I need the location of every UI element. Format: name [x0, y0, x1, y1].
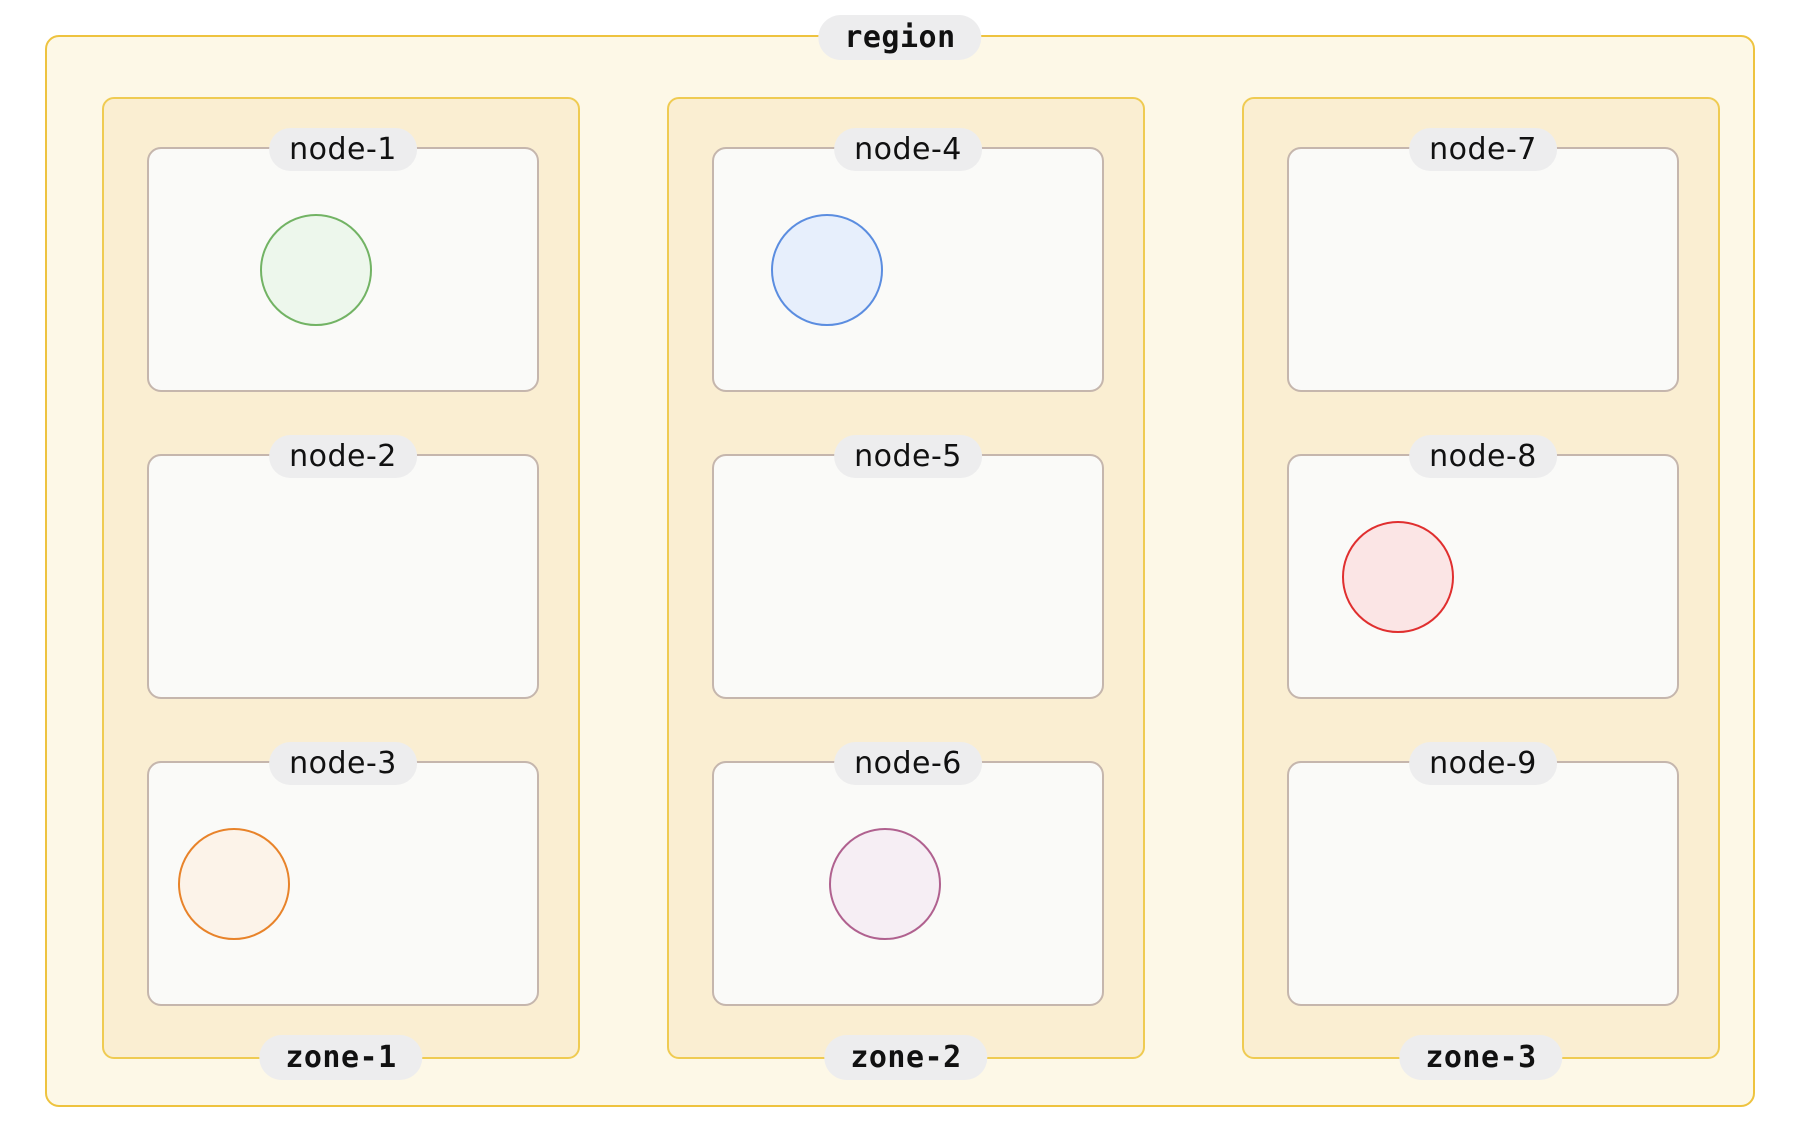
- node-label-node-3: node-3: [269, 742, 417, 785]
- node-container-node-1[interactable]: node-1: [147, 128, 539, 392]
- region-container[interactable]: region node-1 node-2 node-3 zone-1 node-…: [45, 15, 1755, 1107]
- node-label-node-5: node-5: [834, 435, 982, 478]
- node-container-node-4[interactable]: node-4: [712, 128, 1104, 392]
- node-container-node-6[interactable]: node-6: [712, 742, 1104, 1006]
- node-circle-node-4: [770, 213, 883, 326]
- zone-container-zone-2[interactable]: node-4 node-5 node-6 zone-2: [667, 97, 1145, 1080]
- node-circle-node-3: [178, 827, 291, 940]
- node-label-node-2: node-2: [269, 435, 417, 478]
- node-container-node-8[interactable]: node-8: [1287, 435, 1679, 699]
- node-circle-node-1: [259, 213, 372, 326]
- node-circle-node-8: [1341, 520, 1454, 633]
- node-container-node-2[interactable]: node-2: [147, 435, 539, 699]
- zone-label-zone-3: zone-3: [1399, 1035, 1563, 1080]
- zone-container-zone-3[interactable]: node-7 node-8 node-9 zone-3: [1242, 97, 1720, 1080]
- region-label: region: [818, 15, 982, 60]
- node-label-node-4: node-4: [834, 128, 982, 171]
- node-container-node-3[interactable]: node-3: [147, 742, 539, 1006]
- node-circle-node-6: [828, 827, 941, 940]
- node-label-node-6: node-6: [834, 742, 982, 785]
- node-label-node-9: node-9: [1409, 742, 1557, 785]
- node-label-node-8: node-8: [1409, 435, 1557, 478]
- zone-label-zone-2: zone-2: [824, 1035, 988, 1080]
- zone-container-zone-1[interactable]: node-1 node-2 node-3 zone-1: [102, 97, 580, 1080]
- node-container-node-5[interactable]: node-5: [712, 435, 1104, 699]
- node-label-node-7: node-7: [1409, 128, 1557, 171]
- node-label-node-1: node-1: [269, 128, 417, 171]
- node-container-node-7[interactable]: node-7: [1287, 128, 1679, 392]
- zone-label-zone-1: zone-1: [259, 1035, 423, 1080]
- node-container-node-9[interactable]: node-9: [1287, 742, 1679, 1006]
